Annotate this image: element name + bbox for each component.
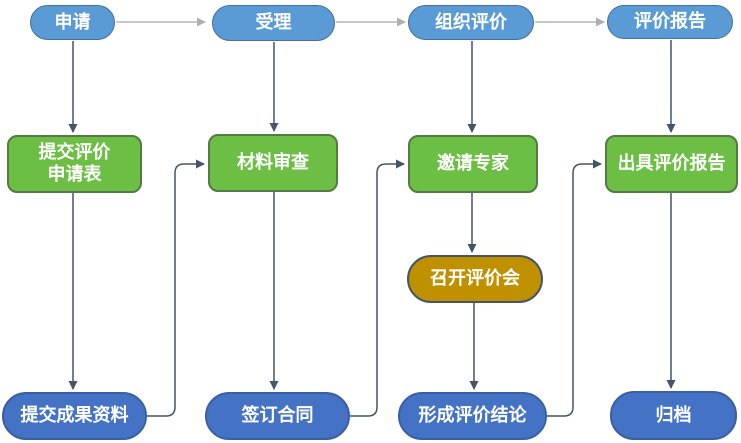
process-box-issue-evaluation-report: 出具评价报告 — [605, 135, 738, 193]
result-pill-sign-contract: 签订合同 — [205, 392, 350, 440]
stage-pill-organize-evaluation: 组织评价 — [408, 5, 534, 40]
stage-pill-accept: 受理 — [212, 5, 335, 41]
meeting-pill-hold-evaluation-meeting: 召开评价会 — [407, 255, 543, 303]
process-box-material-review: 材料审查 — [208, 134, 338, 192]
stage-pill-apply: 申请 — [30, 5, 115, 40]
result-pill-form-evaluation-conclusion: 形成评价结论 — [398, 392, 547, 440]
stage-pill-evaluation-report: 评价报告 — [607, 5, 733, 39]
process-box-invite-experts: 邀请专家 — [408, 135, 538, 193]
result-pill-archive: 归档 — [610, 391, 737, 440]
process-box-submit-application-form: 提交评价 申请表 — [7, 135, 142, 193]
result-pill-submit-achievement-materials: 提交成果资料 — [2, 392, 147, 440]
